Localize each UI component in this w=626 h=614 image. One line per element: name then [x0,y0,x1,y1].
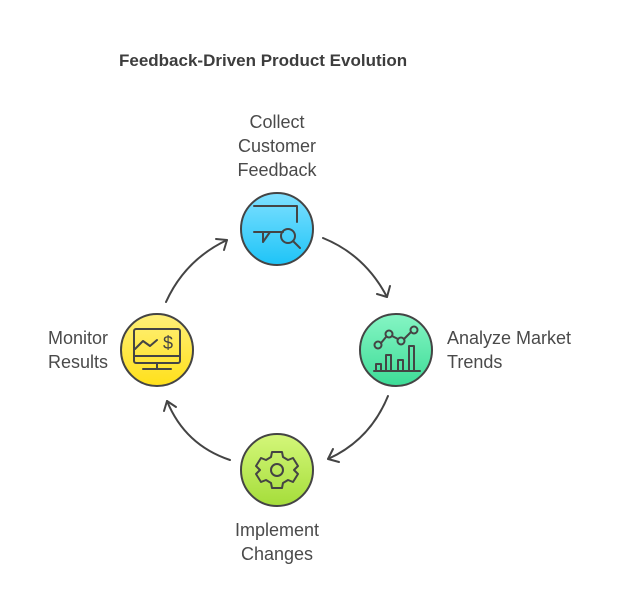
step-label-analyze-trends: Analyze Market Trends [447,326,571,374]
arrow-implement-to-monitor [163,400,231,461]
label-line: Collect [249,112,305,132]
step-label-monitor-results: Monitor Results [30,326,108,374]
label-line: Trends [447,352,503,372]
step-node-analyze-trends [359,313,433,387]
arrow-monitor-to-collect [165,238,228,303]
label-line: Changes [240,544,314,564]
step-node-implement-changes [240,433,314,507]
label-line: Feedback [237,160,317,180]
step-node-monitor-results: $ [120,313,194,387]
step-node-collect-feedback [240,192,314,266]
label-line: Results [47,352,108,372]
monitor-dollar-icon: $ [133,328,181,370]
svg-text:$: $ [163,333,173,353]
diagram-title: Feedback-Driven Product Evolution [119,51,408,70]
chat-search-icon [253,205,301,249]
arrow-collect-to-analyze [322,237,391,298]
gear-icon [255,451,299,489]
arrow-analyze-to-implement [327,395,389,463]
chart-trend-icon [373,325,421,372]
step-label-implement-changes: Implement Changes [222,518,332,566]
label-line: Monitor [47,328,108,348]
step-label-collect-feedback: Collect Customer Feedback [232,110,322,182]
label-line: Analyze Market [447,328,572,348]
label-line: Implement [234,520,320,540]
label-line: Customer [237,136,317,156]
